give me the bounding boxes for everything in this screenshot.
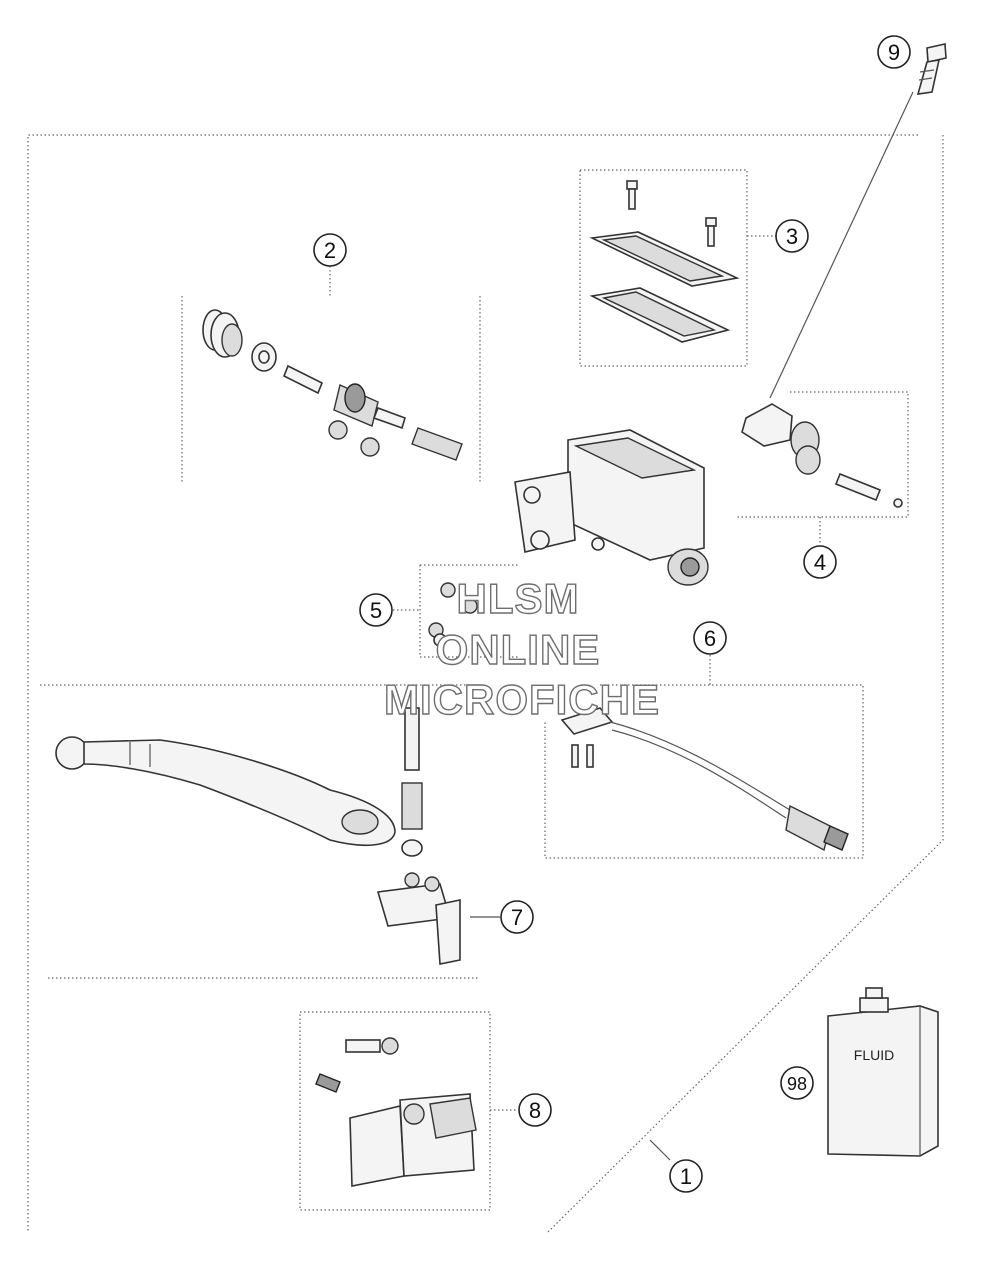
leader-9 [769, 91, 914, 399]
group-8-frame [299, 1011, 491, 1211]
switch-housing-part [315, 1037, 477, 1187]
pivot-pin-part [401, 707, 423, 857]
master-cylinder-body [514, 429, 709, 586]
callout-8[interactable]: 8 [518, 1093, 552, 1127]
screw-set-part [428, 582, 478, 647]
group-5-frame [393, 564, 520, 658]
callout-6[interactable]: 6 [693, 621, 727, 655]
callout-98[interactable]: 98 [780, 1066, 814, 1100]
svg-text:9: 9 [888, 40, 900, 65]
svg-text:98: 98 [787, 1074, 807, 1094]
bracket-part [376, 872, 461, 965]
fluid-bottle: FLUID [827, 987, 939, 1157]
watermark-line-2: ONLINE [436, 626, 601, 673]
callout-2[interactable]: 2 [313, 233, 347, 267]
fluid-label: FLUID [854, 1047, 894, 1063]
callout-1[interactable]: 1 [669, 1159, 703, 1193]
svg-text:5: 5 [370, 598, 382, 623]
callout-4[interactable]: 4 [803, 545, 837, 579]
svg-text:4: 4 [814, 550, 826, 575]
piston-kit-part [202, 309, 463, 461]
assembly-frame [27, 134, 944, 1233]
reservoir-cap-part [589, 180, 740, 343]
watermark: HLSM ONLINE MICROFICHE [383, 574, 660, 723]
callout-9[interactable]: 9 [877, 35, 911, 69]
svg-text:3: 3 [786, 224, 798, 249]
group-6-frame [544, 655, 864, 859]
group-2-frame [181, 266, 481, 482]
callout-3[interactable]: 3 [775, 219, 809, 253]
callout-7[interactable]: 7 [500, 900, 534, 934]
watermark-line-1: HLSM [457, 575, 580, 622]
svg-text:2: 2 [324, 238, 336, 263]
bleed-screw-part [916, 43, 947, 95]
svg-text:1: 1 [680, 1164, 692, 1189]
watermark-line-3: MICROFICHE [384, 676, 660, 723]
group-3-frame [579, 169, 748, 367]
svg-text:6: 6 [704, 626, 716, 651]
callout-5[interactable]: 5 [359, 593, 393, 627]
clutch-lever-part [55, 736, 396, 847]
pivot-part [741, 403, 903, 508]
brake-switch-part [560, 707, 849, 852]
group-4-frame [735, 391, 909, 545]
leader-1 [649, 1139, 671, 1161]
svg-text:7: 7 [511, 905, 523, 930]
svg-text:8: 8 [529, 1098, 541, 1123]
